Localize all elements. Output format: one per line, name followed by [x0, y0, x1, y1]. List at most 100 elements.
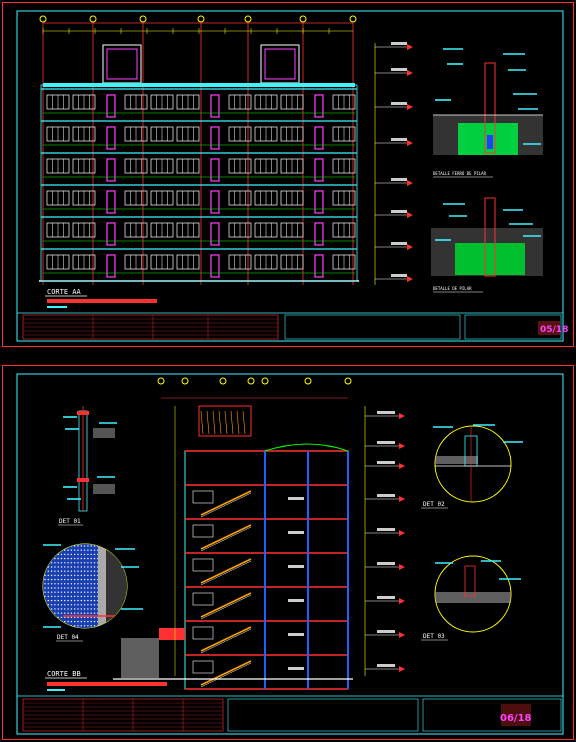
door [210, 190, 220, 214]
title-subtext-bottom [47, 682, 167, 686]
level-label [391, 42, 407, 45]
level-label [391, 102, 407, 105]
stair-flight [200, 558, 252, 584]
level-marker [407, 140, 413, 146]
detail-04: DET 04 [42, 543, 143, 642]
sheet-top: CORTE AA DETALLE FERRO DE PILAR DETALLE … [2, 2, 574, 347]
door [314, 190, 324, 214]
level-label [391, 68, 407, 71]
door [210, 126, 220, 150]
level-label [377, 596, 395, 599]
sheet-bottom: DET 01 DET 04 DE [2, 365, 574, 740]
room-label [288, 667, 304, 670]
room-label [288, 565, 304, 568]
det-02-title: DET 02 [423, 501, 445, 508]
door [106, 254, 116, 278]
door [210, 158, 220, 182]
detail-footing-1-title: DETALLE FERRO DE PILAR [433, 171, 487, 176]
sheet-bottom-number: 06/18 [500, 713, 532, 724]
level-marker [407, 70, 413, 76]
level-marker [399, 463, 405, 469]
axis-grid-top [42, 22, 354, 285]
level-label [391, 210, 407, 213]
facade-outline [40, 84, 358, 282]
title-subtext-top [47, 299, 157, 303]
red-block [159, 628, 185, 640]
window [192, 660, 214, 674]
det-01-title: DET 01 [59, 518, 81, 525]
door [314, 126, 324, 150]
level-label [377, 562, 395, 565]
room-label [288, 633, 304, 636]
door [314, 222, 324, 246]
level-marker [399, 666, 405, 672]
level-label [391, 274, 407, 277]
stair-flight [200, 660, 252, 686]
level-label [391, 178, 407, 181]
detail-footing-2: DETALLE DE PILAR [431, 197, 543, 293]
level-marker [399, 496, 405, 502]
level-label [377, 411, 395, 414]
level-marker [407, 180, 413, 186]
room-label [288, 599, 304, 602]
adjacent-building [121, 638, 159, 678]
window [192, 558, 214, 572]
door [106, 126, 116, 150]
window [192, 592, 214, 606]
door [106, 190, 116, 214]
window [192, 626, 214, 640]
room-label [288, 531, 304, 534]
stair-flight [200, 626, 252, 652]
level-marker [399, 530, 405, 536]
level-marker [399, 564, 405, 570]
stair-flight [200, 490, 252, 516]
level-label [377, 528, 395, 531]
wall [98, 544, 106, 628]
det-03-title: DET 03 [423, 633, 445, 640]
detail-02: DET 02 [421, 424, 523, 509]
door [314, 254, 324, 278]
level-marker [407, 104, 413, 110]
level-label [377, 494, 395, 497]
detail-footing-2-title: DETALLE DE PILAR [433, 286, 472, 291]
building-section-bb [113, 405, 353, 690]
level-marker [399, 413, 405, 419]
door [314, 94, 324, 118]
level-marker [407, 244, 413, 250]
roof-arch [264, 443, 349, 452]
level-marker [407, 276, 413, 282]
room-label [288, 497, 304, 500]
door [314, 158, 324, 182]
title-block-top: 05/18 [17, 312, 568, 340]
level-marker [399, 443, 405, 449]
level-marker [407, 212, 413, 218]
window [192, 490, 214, 504]
sheet-top-drawing: CORTE AA DETALLE FERRO DE PILAR DETALLE … [16, 10, 568, 342]
detail-03: DET 03 [421, 555, 521, 641]
door [106, 222, 116, 246]
door [106, 94, 116, 118]
det-04-title: DET 04 [57, 634, 79, 641]
level-label [377, 461, 395, 464]
water-tank [198, 405, 252, 437]
level-marker [399, 632, 405, 638]
section-outline [184, 450, 349, 690]
stair-flight [200, 592, 252, 618]
building-facade-aa [39, 83, 359, 282]
stair-flight [200, 524, 252, 550]
sheet-top-number: 05/18 [540, 325, 568, 335]
door [210, 222, 220, 246]
level-marker [407, 44, 413, 50]
level-label [377, 441, 395, 444]
door [106, 158, 116, 182]
level-label [377, 630, 395, 633]
level-marker [399, 598, 405, 604]
door [210, 94, 220, 118]
sheet-bottom-drawing: DET 01 DET 04 DE [16, 373, 564, 735]
detail-01: DET 01 [58, 406, 117, 526]
detail-footing-1: DETALLE FERRO DE PILAR [433, 48, 543, 178]
level-label [391, 138, 407, 141]
title-block-bottom: 06/18 [17, 695, 563, 732]
door [210, 254, 220, 278]
level-label [377, 664, 395, 667]
